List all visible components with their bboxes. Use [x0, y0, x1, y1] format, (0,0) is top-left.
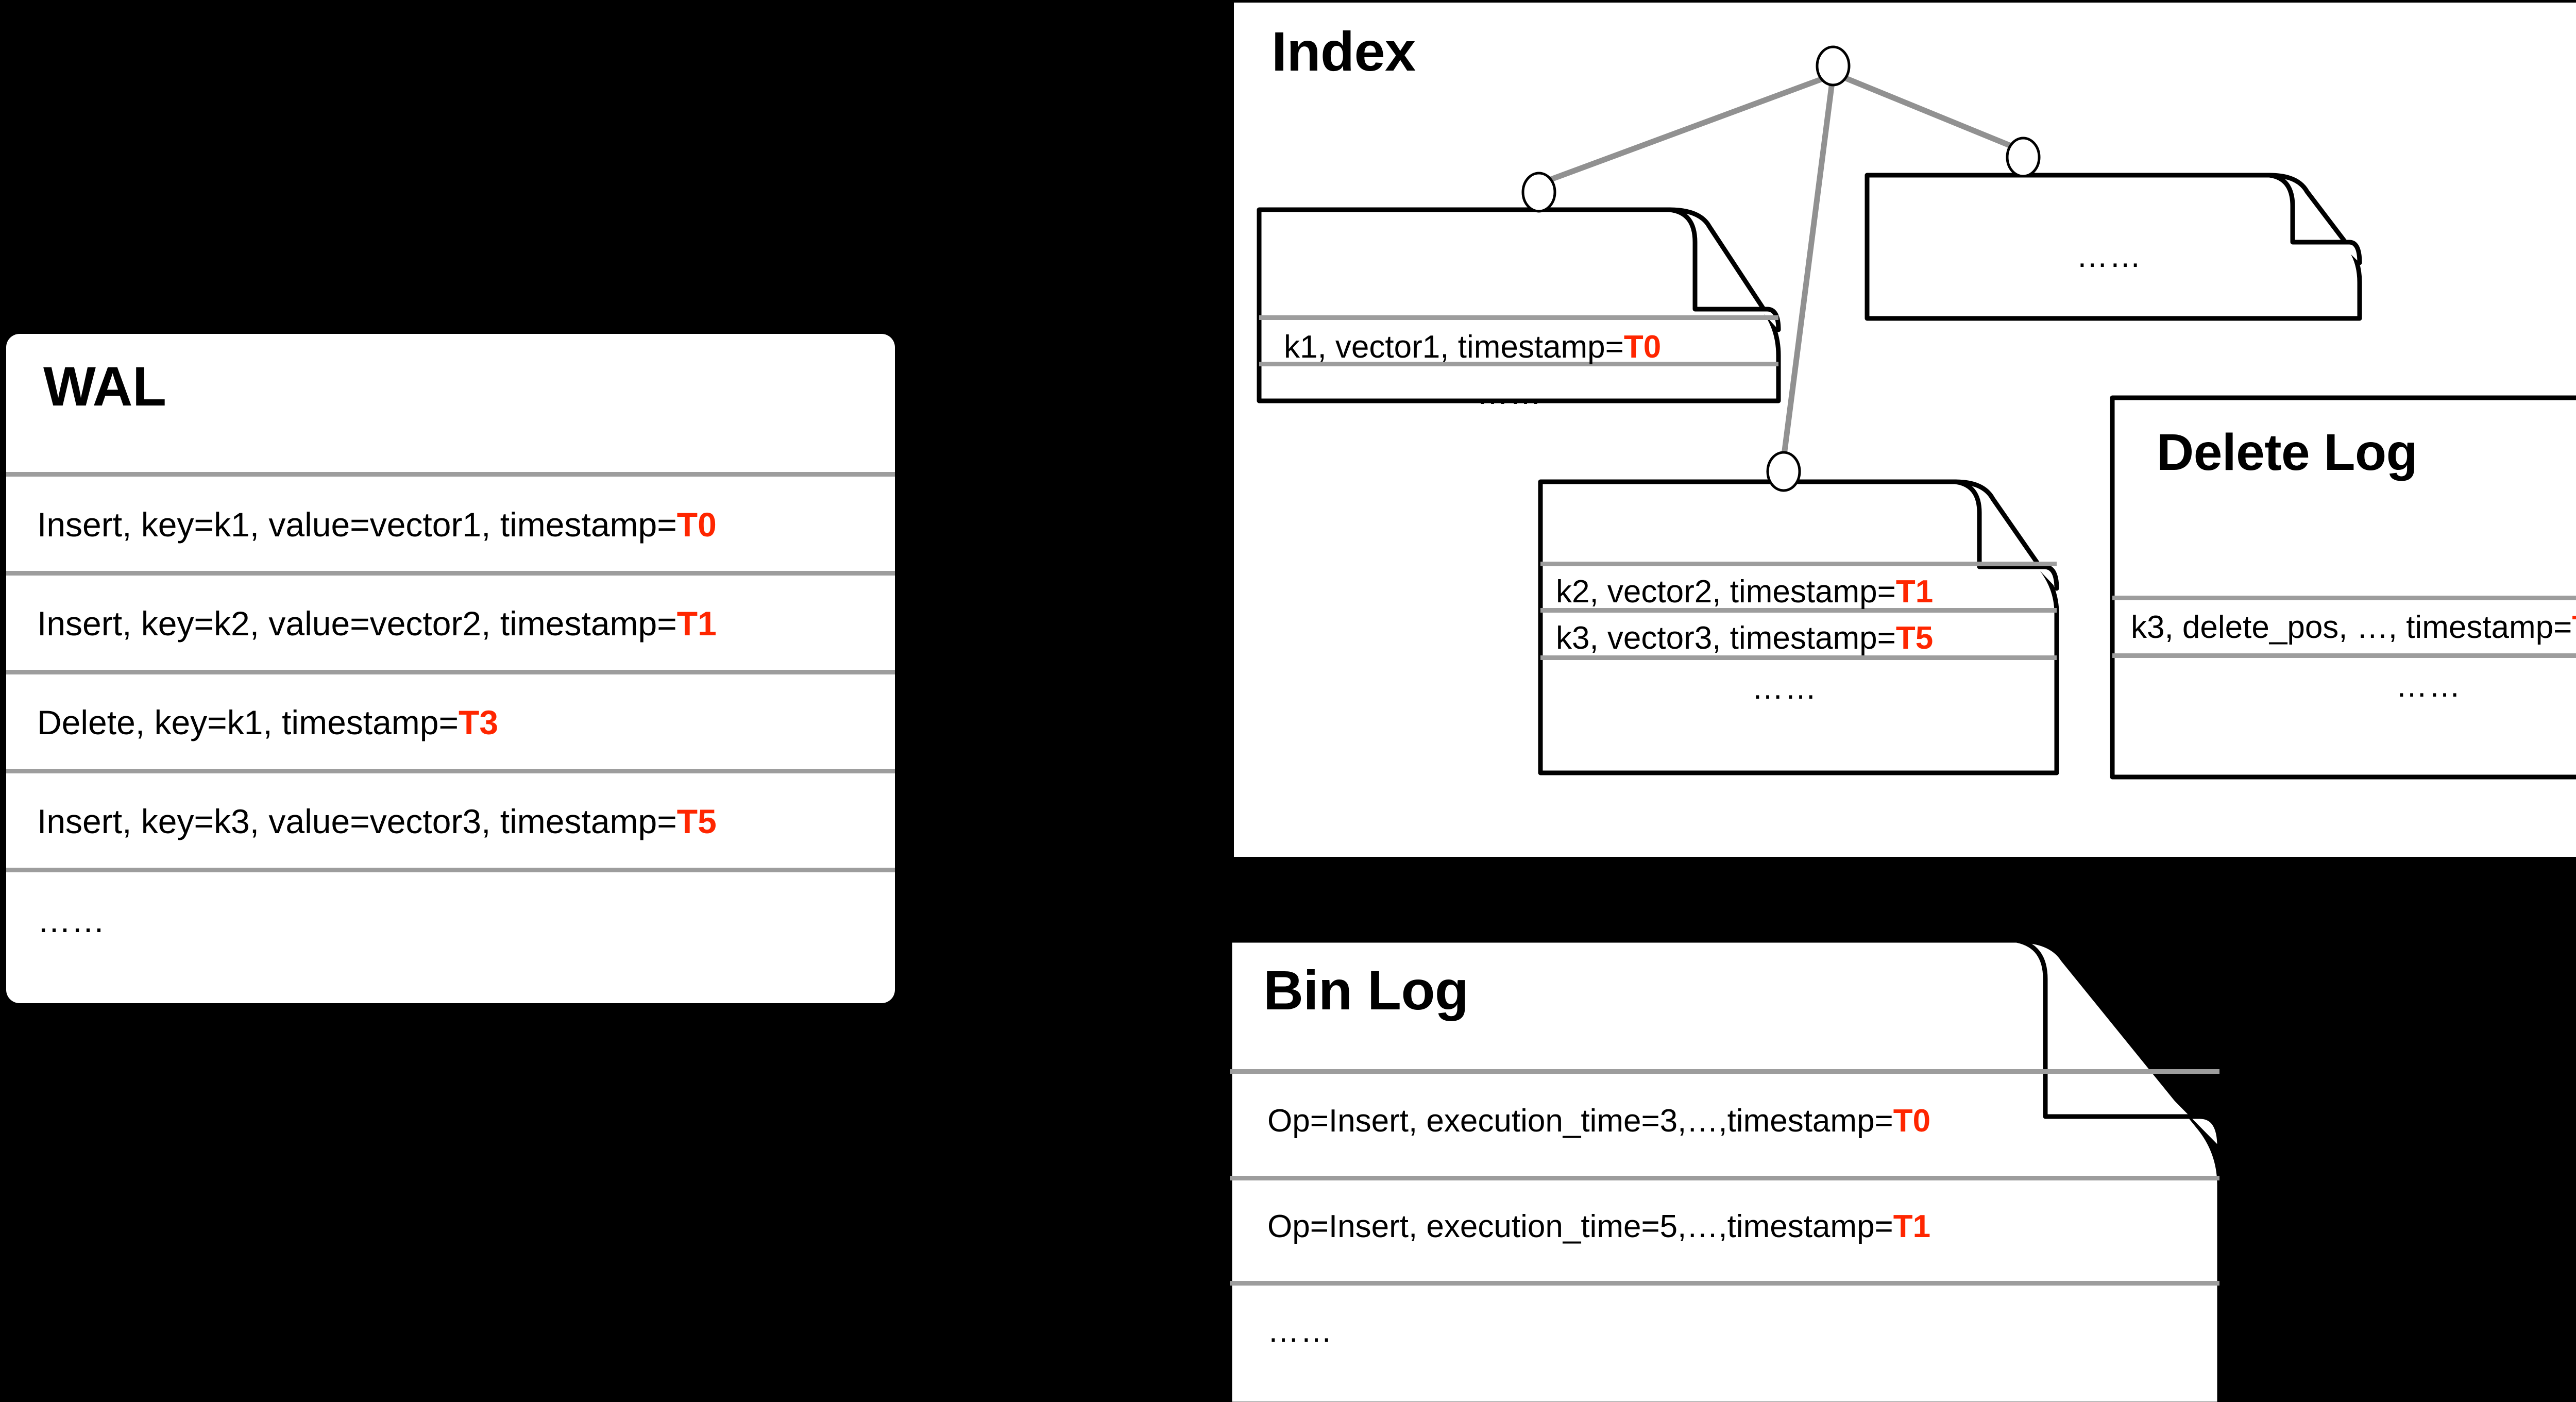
delete-log-row-ellipsis: …… — [2396, 668, 2462, 704]
bin-log-row-text: Op=Insert, execution_time=5,…,timestamp= — [1267, 1209, 1893, 1244]
wal-row: Insert, key=k1, value=vector1, timestamp… — [37, 505, 717, 544]
wal-row: Insert, key=k2, value=vector2, timestamp… — [37, 604, 717, 643]
wal-row-timestamp: T0 — [676, 505, 717, 544]
index-leaf3-rule-0 — [1540, 562, 2057, 566]
bin-log-row: Op=Insert, execution_time=3,…,timestamp=… — [1267, 1103, 1930, 1139]
wal-row-timestamp: T5 — [676, 802, 717, 840]
bin-log-row-ellipsis: …… — [1267, 1313, 1333, 1349]
index-leaf1-rule-0 — [1259, 315, 1778, 320]
delete-log-row-timestamp: T3 — [2572, 610, 2576, 645]
delete-log-row-text: k3, delete_pos, …, timestamp= — [2131, 610, 2572, 645]
tree-node-child-right[interactable] — [2006, 137, 2041, 178]
index-leaf1-rule-1 — [1259, 362, 1778, 366]
wal-row: Insert, key=k3, value=vector3, timestamp… — [37, 802, 717, 841]
bin-log-rule-0 — [1230, 1069, 2219, 1074]
index-leaf3-row-timestamp: T1 — [1895, 574, 1934, 610]
wal-row-text: Insert, key=k2, value=vector2, timestamp… — [37, 604, 677, 643]
index-leaf1-row-text: k1, vector1, timestamp= — [1284, 329, 1624, 365]
index-title: Index — [1272, 20, 1416, 82]
tree-node-root[interactable] — [1816, 45, 1851, 87]
delete-log-title: Delete Log — [2157, 424, 2418, 481]
wal-rule-3 — [6, 769, 895, 773]
delete-log-rule-0 — [2112, 596, 2576, 600]
bin-log-title: Bin Log — [1263, 959, 1469, 1021]
wal-row-text: Delete, key=k1, timestamp= — [37, 703, 459, 741]
tree-edge-root-bottom — [1781, 82, 1835, 459]
tree-edge-root-right — [1842, 74, 2015, 150]
wal-panel — [6, 334, 895, 1003]
bin-log-row-timestamp: T0 — [1893, 1103, 1931, 1139]
wal-title: WAL — [43, 355, 166, 417]
wal-row-timestamp: T3 — [459, 703, 499, 741]
index-leaf3-row-text: k2, vector2, timestamp= — [1556, 574, 1896, 610]
index-leaf3-rule-1 — [1540, 608, 2057, 613]
bin-log-note — [1227, 938, 2222, 1402]
tree-node-child-left[interactable] — [1521, 172, 1556, 213]
wal-rule-2 — [6, 670, 895, 674]
tree-node-child-bottom[interactable] — [1766, 451, 1801, 492]
index-leaf3-row: k2, vector2, timestamp=T1 — [1556, 573, 1933, 610]
wal-row-timestamp: T1 — [676, 604, 717, 643]
bin-log-rule-1 — [1230, 1176, 2219, 1180]
delete-log-note — [2110, 395, 2576, 780]
index-leaf1-row: k1, vector1, timestamp=T0 — [1284, 329, 1661, 365]
tree-edge-root-left — [1547, 75, 1825, 183]
index-leaf-note-1 — [1257, 207, 1781, 403]
wal-rule-0 — [6, 472, 895, 477]
wal-rule-4 — [6, 868, 895, 872]
bin-log-rule-2 — [1230, 1281, 2219, 1286]
wal-row: Delete, key=k1, timestamp=T3 — [37, 703, 498, 742]
wal-row-text: Insert, key=k3, value=vector3, timestamp… — [37, 802, 677, 840]
wal-row-text: Insert, key=k1, value=vector1, timestamp… — [37, 505, 677, 544]
index-leaf1-row-ellipsis: …… — [1477, 376, 1543, 411]
bin-log-row: Op=Insert, execution_time=5,…,timestamp=… — [1267, 1208, 1930, 1245]
index-leaf1-row-timestamp: T0 — [1623, 329, 1662, 365]
delete-log-row: k3, delete_pos, …, timestamp=T3 — [2131, 609, 2576, 646]
index-tree-edges — [1547, 74, 2015, 459]
bin-log-row-timestamp: T1 — [1893, 1209, 1931, 1244]
wal-row-text: …… — [37, 901, 105, 939]
index-tree-nodes — [1521, 45, 2041, 492]
bin-log-row-text: Op=Insert, execution_time=3,…,timestamp= — [1267, 1103, 1893, 1139]
index-leaf3-row-text: k3, vector3, timestamp= — [1556, 620, 1896, 656]
wal-row-ellipsis: …… — [37, 901, 105, 940]
index-leaf2-row-ellipsis: …… — [2076, 239, 2142, 274]
wal-rule-1 — [6, 571, 895, 576]
index-leaf3-row-timestamp: T5 — [1895, 620, 1934, 656]
index-leaf3-row: k3, vector3, timestamp=T5 — [1556, 620, 1933, 656]
index-leaf3-row-ellipsis: …… — [1752, 670, 1818, 706]
delete-log-rule-1 — [2112, 653, 2576, 658]
index-leaf-note-2 — [1865, 173, 2362, 321]
index-leaf3-rule-2 — [1540, 655, 2057, 660]
